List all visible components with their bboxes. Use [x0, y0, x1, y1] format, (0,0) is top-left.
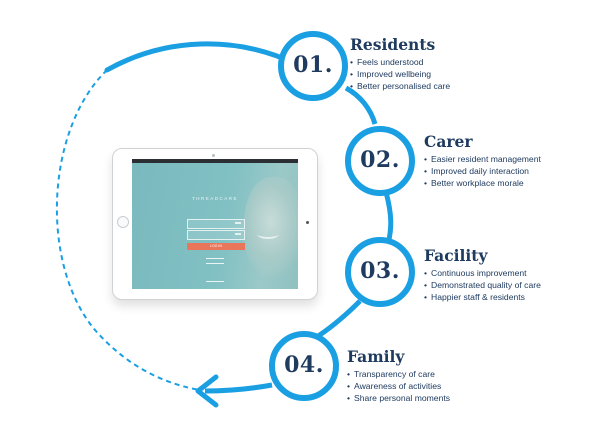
list-item: Share personal moments: [347, 392, 450, 404]
list-item: Better workplace morale: [424, 177, 541, 189]
tablet-device: THREADCARE LOG IN: [112, 148, 318, 300]
login-button: LOG IN: [187, 243, 245, 250]
resident-photo: [244, 177, 298, 277]
tablet-screen: THREADCARE LOG IN: [132, 159, 298, 289]
cycle-arc-top: [104, 41, 299, 73]
stage-points: Continuous improvement Demonstrated qual…: [424, 267, 541, 304]
stage-points: Easier resident management Improved dail…: [424, 153, 541, 190]
node-number-01: 01.: [293, 52, 333, 78]
node-circle-04: [269, 331, 339, 401]
stage-title: Family: [347, 347, 405, 366]
list-item: Continuous improvement: [424, 267, 541, 279]
node-number-04: 04.: [284, 352, 324, 378]
help-text-line: [206, 263, 224, 264]
stage-points: Feels understood Improved wellbeing Bett…: [350, 56, 450, 93]
sensor-dot: [306, 221, 309, 224]
stage-points: Transparency of care Awareness of activi…: [347, 368, 450, 405]
arrow-head-icon: [195, 374, 219, 408]
connector-02-03: [383, 191, 394, 245]
app-logo: THREADCARE: [191, 196, 238, 201]
connector-03-04: [310, 299, 362, 343]
stage-carer: Carer Easier resident management Improve…: [424, 133, 541, 190]
stage-title: Facility: [424, 246, 488, 265]
node-number-02: 02.: [360, 147, 400, 173]
cycle-arc-dashed: [55, 69, 201, 391]
stage-title: Residents: [350, 35, 436, 54]
list-item: Happier staff & residents: [424, 291, 541, 303]
list-item: Easier resident management: [424, 153, 541, 165]
list-item: Demonstrated quality of care: [424, 279, 541, 291]
cycle-arc-bottom: [204, 382, 273, 394]
list-item: Improved wellbeing: [350, 68, 450, 80]
list-item: Better personalised care: [350, 80, 450, 92]
list-item: Transparency of care: [347, 368, 450, 380]
footer-text-line: [206, 281, 224, 282]
username-field: [187, 219, 245, 229]
home-button-icon: [117, 216, 129, 228]
password-field: [187, 230, 245, 240]
stage-residents: Residents Feels understood Improved well…: [350, 36, 450, 93]
node-circle-02: [345, 126, 415, 196]
node-circle-01: [278, 31, 348, 101]
list-item: Feels understood: [350, 56, 450, 68]
status-bar: [132, 159, 298, 163]
resident-smile: [257, 229, 279, 239]
help-text-line: [206, 258, 224, 259]
list-item: Awareness of activities: [347, 380, 450, 392]
camera-icon: [212, 154, 215, 157]
stage-facility: Facility Continuous improvement Demonstr…: [424, 247, 541, 304]
list-item: Improved daily interaction: [424, 165, 541, 177]
node-number-03: 03.: [360, 258, 400, 284]
stage-title: Carer: [424, 132, 473, 151]
node-circle-03: [345, 237, 415, 307]
stage-family: Family Transparency of care Awareness of…: [347, 348, 450, 405]
connector-01-02: [344, 85, 378, 125]
